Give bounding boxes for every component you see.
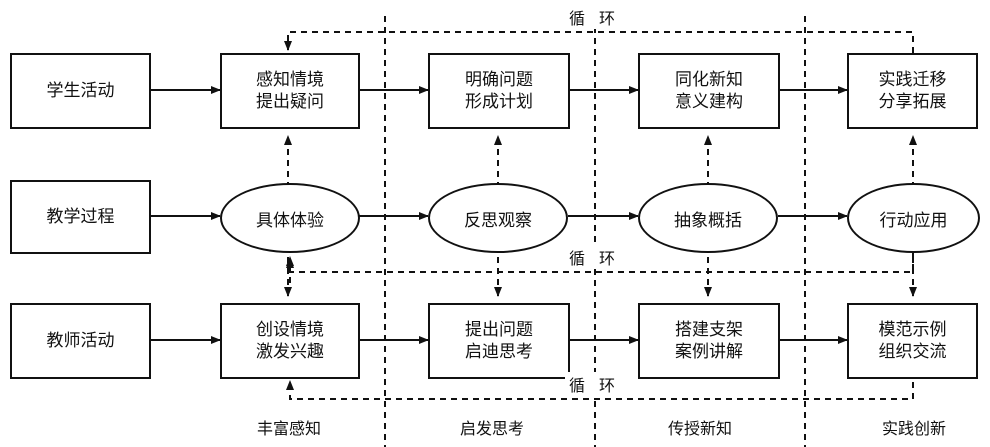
- student-box-4-line-1: 实践迁移: [878, 70, 947, 90]
- process-ellipse-2: 反思观察: [428, 183, 568, 253]
- student-box-1-line-1: 感知情境: [256, 70, 324, 90]
- student-box-3-line-2: 意义建构: [675, 92, 743, 112]
- teacher-box-2-line-1: 提出问题: [465, 320, 533, 340]
- loop-top-line: [284, 31, 914, 53]
- student-box-3-line-1: 同化新知: [675, 70, 743, 90]
- teacher-box-4: 模范示例 组织交流: [847, 303, 978, 379]
- teacher-box-3: 搭建支架 案例讲解: [638, 303, 780, 379]
- student-box-2-line-1: 明确问题: [465, 70, 533, 90]
- process-ellipse-4-text: 行动应用: [879, 210, 948, 231]
- student-box-2: 明确问题 形成计划: [428, 53, 570, 129]
- student-box-2-line-2: 形成计划: [465, 92, 533, 112]
- process-ellipse-4: 行动应用: [847, 183, 980, 253]
- process-ellipse-3-text: 抽象概括: [674, 210, 742, 231]
- stage-label-1: 丰富感知: [255, 415, 324, 439]
- teacher-box-2-line-2: 启迪思考: [465, 342, 533, 362]
- teacher-box-1-line-2: 激发兴趣: [256, 342, 324, 362]
- loop-label-bottom: 循环: [565, 372, 630, 396]
- stage-label-2: 启发思考: [458, 415, 527, 439]
- process-ellipse-1: 具体体验: [220, 183, 360, 253]
- teacher-box-3-line-1: 搭建支架: [675, 320, 743, 340]
- loop-label-middle: 循环: [565, 245, 630, 269]
- student-box-3: 同化新知 意义建构: [638, 53, 780, 129]
- row-label-process-text: 教学过程: [46, 207, 115, 227]
- row-label-student-text: 学生活动: [46, 81, 115, 101]
- process-ellipse-3: 抽象概括: [638, 183, 778, 253]
- student-box-1: 感知情境 提出疑问: [220, 53, 360, 129]
- student-box-1-line-2: 提出疑问: [256, 92, 324, 112]
- process-ellipse-1-text: 具体体验: [256, 210, 324, 231]
- student-box-4-line-2: 分享拓展: [878, 92, 947, 112]
- teacher-box-1: 创设情境 激发兴趣: [220, 303, 360, 379]
- loop-label-top: 循环: [565, 5, 630, 29]
- stage-label-3: 传授新知: [666, 415, 735, 439]
- stage-label-4: 实践创新: [880, 415, 949, 439]
- row-label-student: 学生活动: [10, 53, 151, 129]
- teacher-box-3-line-2: 案例讲解: [675, 342, 743, 362]
- teacher-box-4-line-1: 模范示例: [878, 320, 947, 340]
- row-label-process: 教学过程: [10, 180, 151, 254]
- row-label-teacher: 教师活动: [10, 303, 151, 379]
- student-box-4: 实践迁移 分享拓展: [847, 53, 978, 129]
- loop-bottom-line: [286, 380, 914, 400]
- teacher-box-2: 提出问题 启迪思考: [428, 303, 570, 379]
- teacher-box-1-line-1: 创设情境: [256, 320, 324, 340]
- row-label-teacher-text: 教师活动: [46, 331, 115, 351]
- process-ellipse-2-text: 反思观察: [464, 210, 532, 231]
- teacher-box-4-line-2: 组织交流: [878, 342, 947, 362]
